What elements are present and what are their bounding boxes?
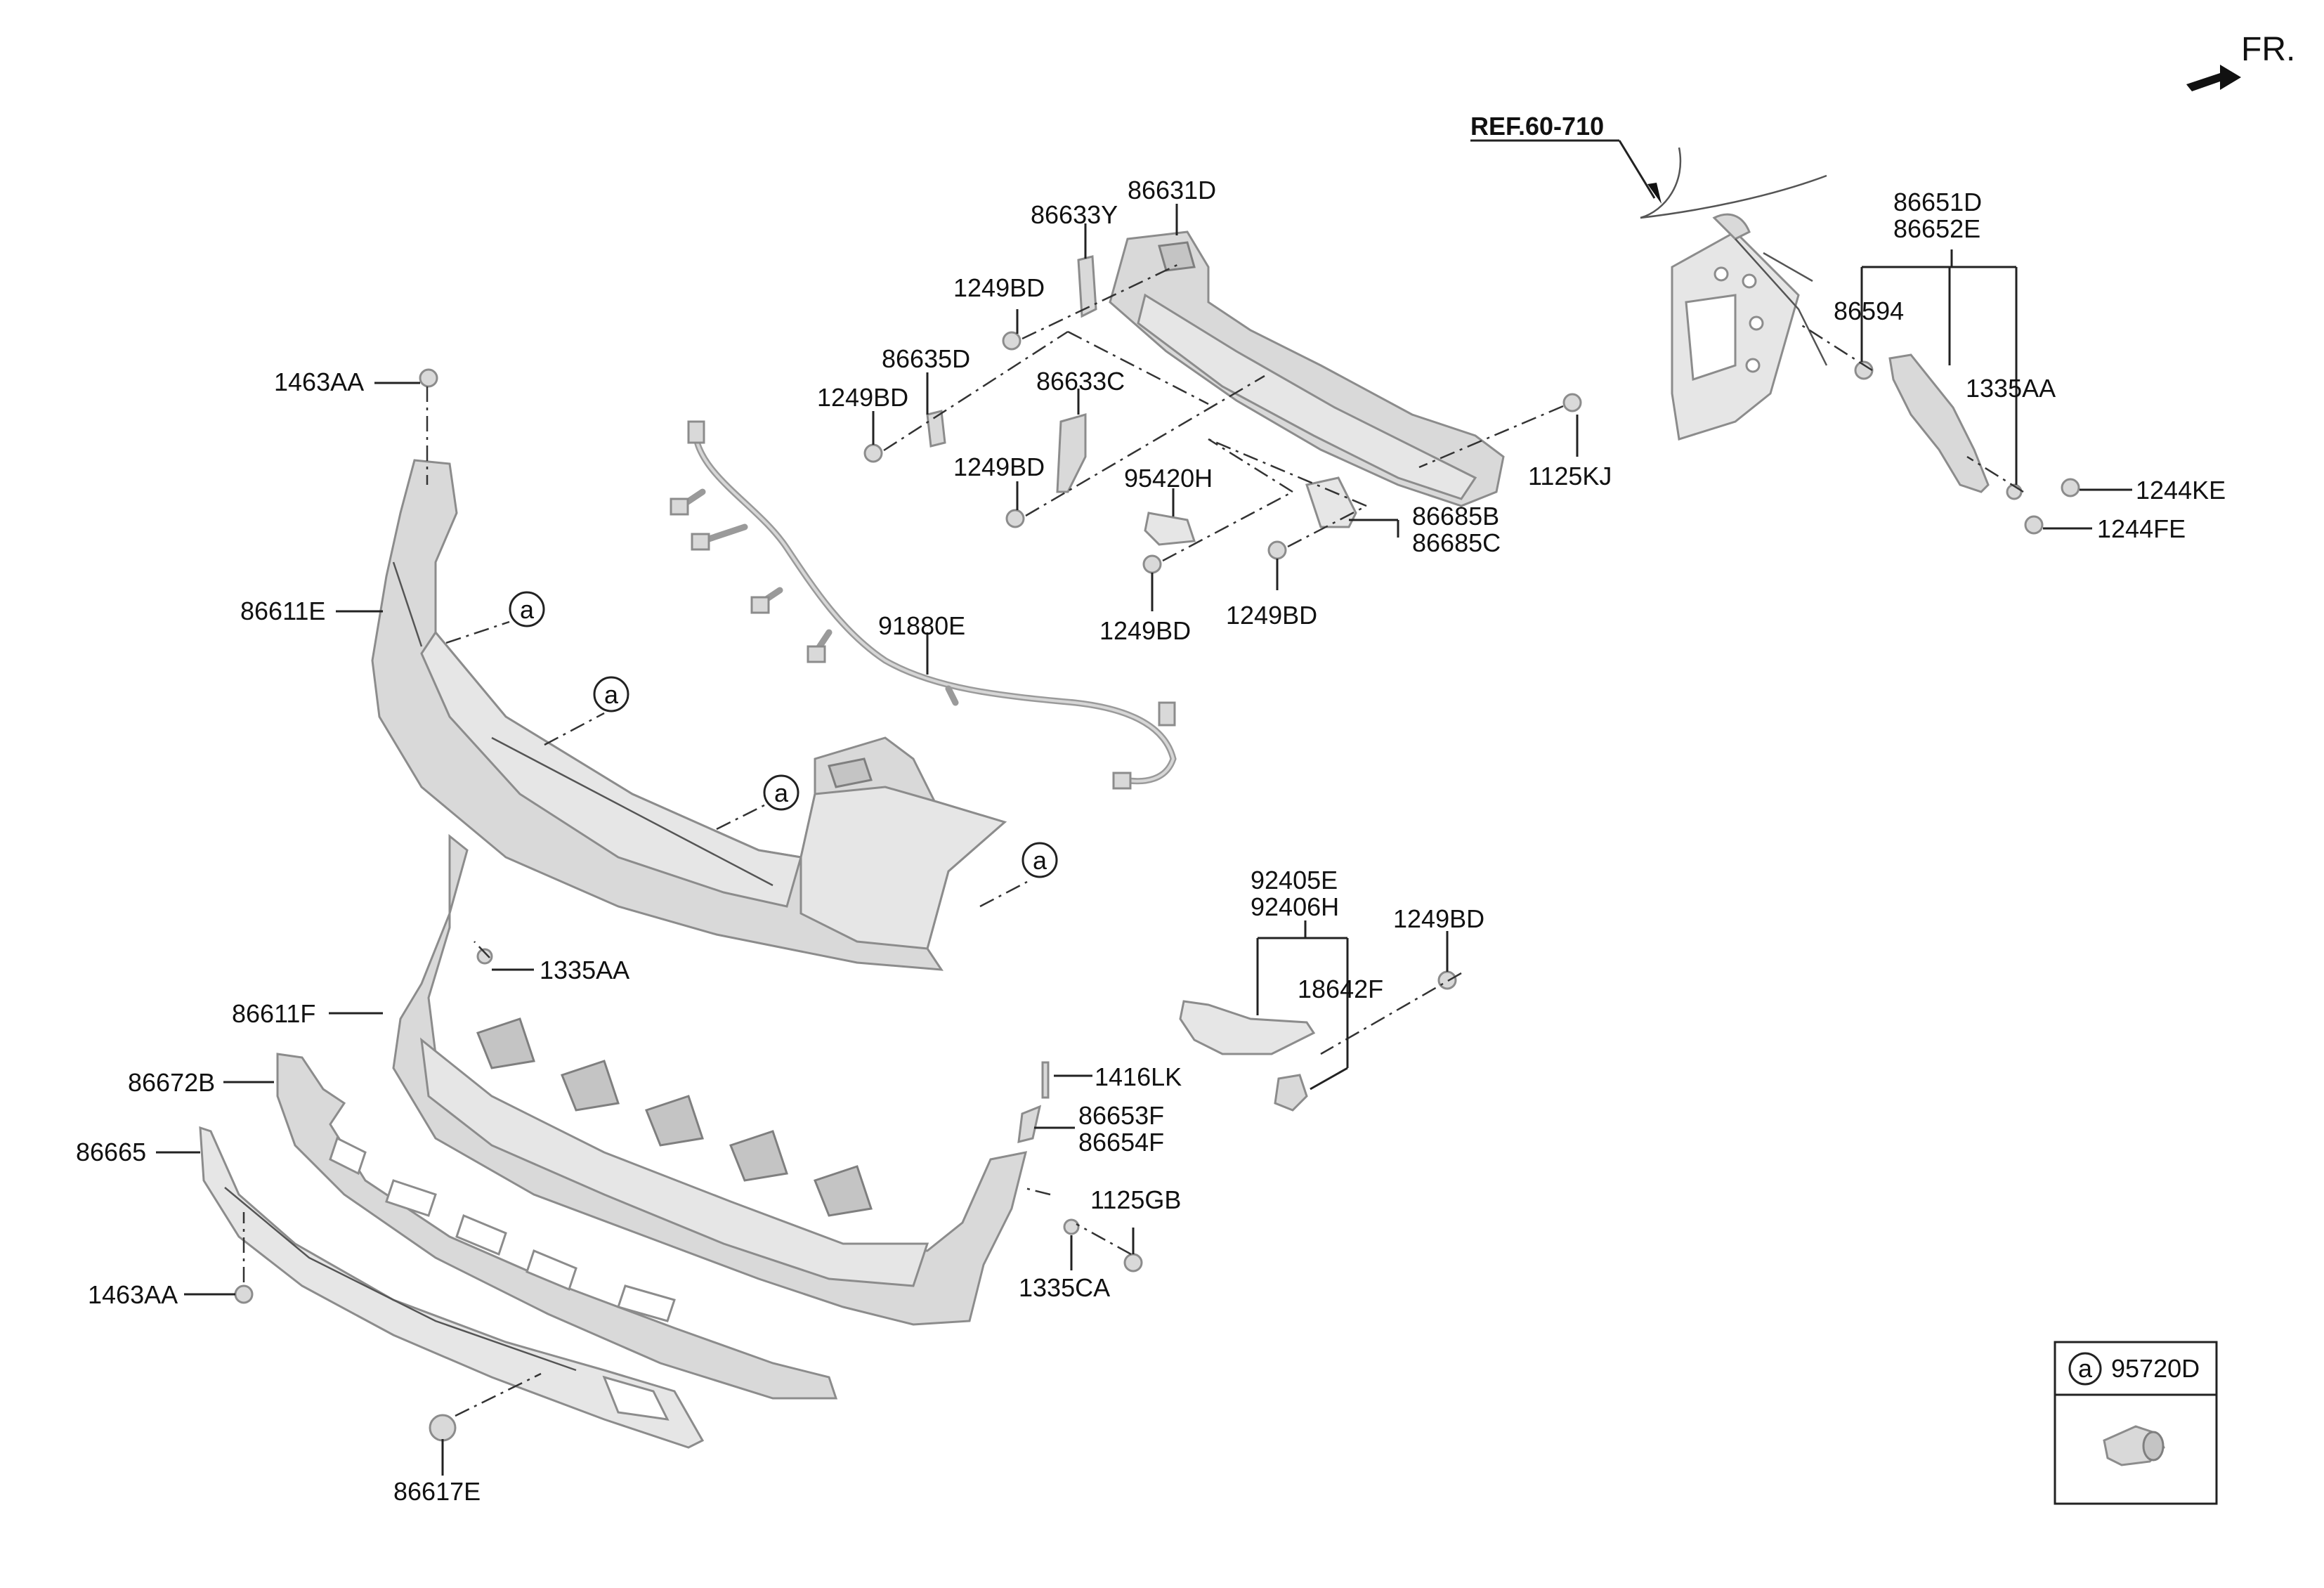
label-92406H: 92406H — [1251, 892, 1339, 921]
callout-a-3: a — [774, 779, 789, 807]
skid-plate-86672B — [276, 1053, 838, 1400]
front-direction-marker: FR. — [2186, 31, 2295, 91]
label-91880E: 91880E — [878, 611, 965, 640]
wiring-harness-91880E — [670, 420, 1177, 790]
label-1416LK: 1416LK — [1095, 1062, 1182, 1091]
callout-a-4: a — [1033, 846, 1047, 875]
label-86672B: 86672B — [128, 1068, 215, 1097]
label-1335CA: 1335CA — [1019, 1273, 1110, 1302]
label-86635D: 86635D — [882, 344, 970, 373]
label-86665: 86665 — [76, 1138, 146, 1166]
label-1249BD-b: 1249BD — [817, 383, 908, 412]
label-86631D: 86631D — [1128, 176, 1216, 204]
label-92405E: 92405E — [1251, 866, 1338, 894]
label-1125GB: 1125GB — [1090, 1185, 1181, 1214]
label-86633C: 86633C — [1036, 367, 1125, 396]
label-86617E: 86617E — [393, 1477, 481, 1506]
callout-a-1: a — [520, 595, 535, 624]
front-label: FR. — [2241, 31, 2295, 68]
label-86653F: 86653F — [1078, 1101, 1164, 1130]
callout-circles: a a a a — [509, 591, 1058, 878]
bracket-86635D — [926, 410, 946, 448]
lower-bumper-86611F — [392, 833, 1028, 1326]
label-86594: 86594 — [1834, 297, 1904, 325]
label-1335AA-left: 1335AA — [540, 956, 629, 984]
bracket-86633C — [1056, 413, 1087, 493]
label-18642F: 18642F — [1298, 975, 1383, 1003]
reference-callout: REF.60-710 — [1470, 112, 1662, 204]
label-86633Y: 86633Y — [1031, 200, 1118, 229]
label-1463AA-top: 1463AA — [274, 367, 364, 396]
label-1463AA-bottom: 1463AA — [88, 1280, 178, 1309]
legend-callout: a — [2078, 1354, 2093, 1383]
label-1249BD-d: 1249BD — [1099, 616, 1191, 645]
legend-part-number: 95720D — [2111, 1354, 2200, 1383]
part-labels: 1463AA 86611E 91880E 1249BD 86633Y 86631… — [76, 176, 2226, 1506]
label-1244FE: 1244FE — [2097, 514, 2186, 543]
label-86685B: 86685B — [1412, 502, 1499, 531]
parking-sensor-icon — [2103, 1425, 2165, 1466]
label-86685C: 86685C — [1412, 528, 1501, 557]
reference-label: REF.60-710 — [1470, 112, 1604, 141]
front-arrow-icon — [2186, 65, 2241, 91]
label-86611E: 86611E — [240, 597, 325, 625]
sensor-95420H — [1144, 512, 1196, 546]
beam-86631D — [1109, 230, 1505, 507]
label-1125KJ: 1125KJ — [1528, 462, 1612, 490]
alignment-lines — [242, 262, 2024, 1417]
absorber-86651D — [1888, 353, 1990, 493]
legend-box: a 95720D — [2054, 1341, 2218, 1505]
bracket-86633Y — [1077, 255, 1097, 318]
label-1249BD-c: 1249BD — [953, 453, 1045, 481]
bracket-86685 — [1305, 476, 1357, 528]
label-1249BD-f: 1249BD — [1393, 904, 1484, 933]
label-1244KE: 1244KE — [2136, 476, 2226, 505]
label-86652E: 86652E — [1893, 214, 1980, 243]
label-95420H: 95420H — [1124, 464, 1213, 493]
label-86611F: 86611F — [232, 999, 315, 1028]
lamp-92405E — [1179, 1000, 1316, 1112]
garnish-86665 — [199, 1126, 705, 1449]
label-1249BD-a: 1249BD — [953, 273, 1045, 302]
label-1335AA-right: 1335AA — [1966, 374, 2056, 403]
leader-lines — [156, 204, 2132, 1476]
callout-a-2: a — [604, 680, 619, 709]
label-1249BD-e: 1249BD — [1226, 601, 1317, 630]
bumper-cover-86611E — [371, 459, 1007, 971]
label-86651D: 86651D — [1893, 188, 1982, 216]
rear-body-panel — [1640, 147, 1828, 441]
label-86654F: 86654F — [1078, 1128, 1164, 1157]
